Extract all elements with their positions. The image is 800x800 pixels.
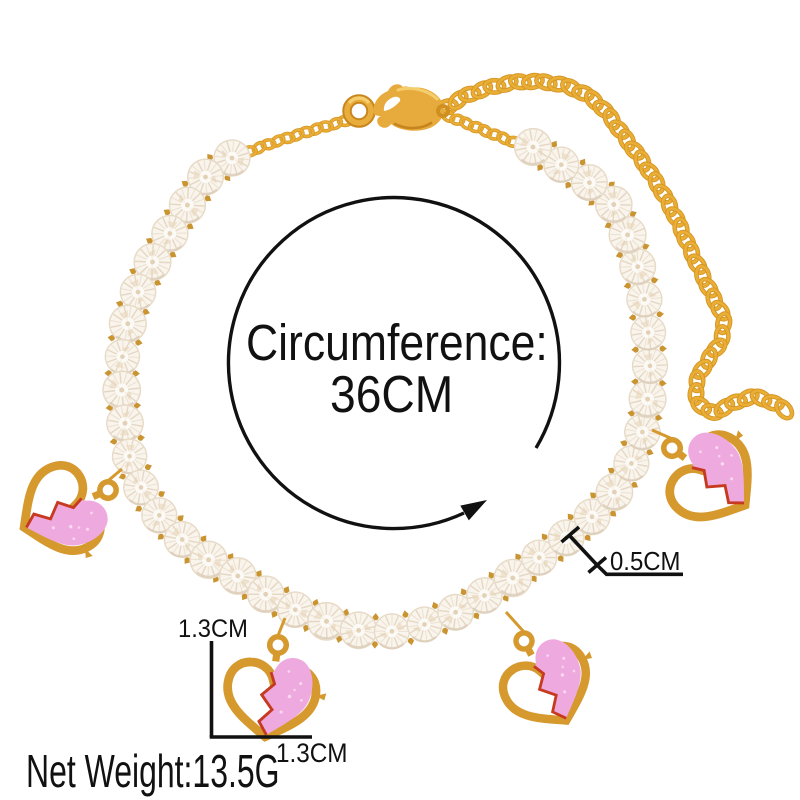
- svg-text:36CM: 36CM: [330, 365, 453, 423]
- svg-text:1.3CM: 1.3CM: [276, 739, 348, 768]
- svg-text:Circumference:: Circumference:: [246, 315, 548, 371]
- svg-text:0.5CM: 0.5CM: [610, 547, 680, 576]
- svg-text:Net Weight:13.5G: Net Weight:13.5G: [26, 746, 280, 797]
- svg-text:1.3CM: 1.3CM: [178, 615, 248, 643]
